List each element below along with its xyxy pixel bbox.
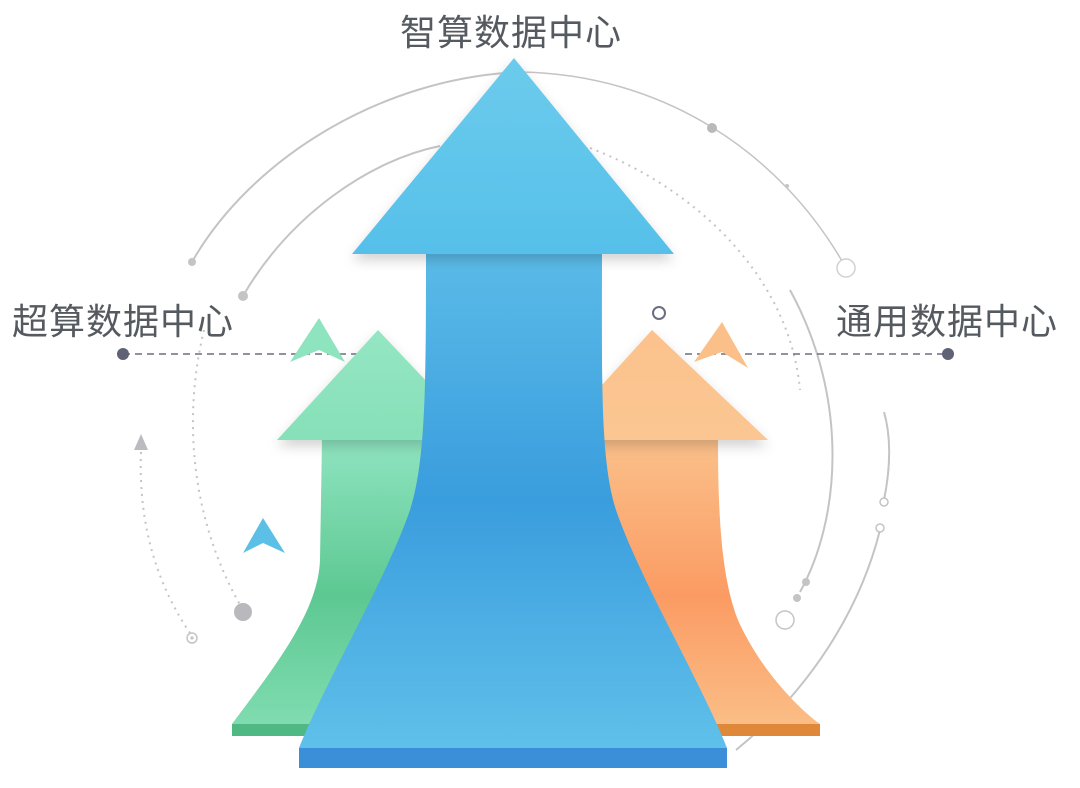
blue-arrow-head [352,58,674,254]
dot [785,184,789,188]
ring [836,258,856,278]
left-endpoint-dot [117,348,129,360]
label-intelligent-computing-center: 智算数据中心 [400,13,623,54]
label-supercomputing-center: 超算数据中心 [12,302,235,343]
blue-arrow [299,58,727,768]
dot [234,603,252,621]
blue-arrow-shaft [299,252,727,748]
far-right-arc [883,411,891,501]
blue-arrow-base [299,748,727,768]
decorative-dots [134,123,889,644]
right-ring-marker [652,306,666,320]
right-endpoint-dot [942,348,954,360]
dot [238,291,248,301]
ring [875,523,885,533]
right-arc [789,289,834,593]
dot [707,123,717,133]
dotted-arc-left [192,329,244,611]
dotted-arc-far-left [139,451,193,637]
dot [188,258,196,266]
orange-arrow-base [690,724,820,736]
dot [802,578,810,586]
dot [190,636,194,640]
chevron-decorations [243,318,748,553]
label-general-data-center: 通用数据中心 [836,302,1059,343]
ring [775,610,795,630]
outer-arc-left [191,71,521,263]
orange-chevron-icon [694,322,748,368]
ring [879,497,889,507]
orange-arrow-head [552,330,768,440]
small-grey-triangle [134,434,148,450]
dotted-arc-right [589,147,801,391]
green-chevron-icon [290,318,345,362]
inner-arc-left [242,145,441,297]
dot [793,594,801,602]
blue-chevron-icon [243,518,285,553]
